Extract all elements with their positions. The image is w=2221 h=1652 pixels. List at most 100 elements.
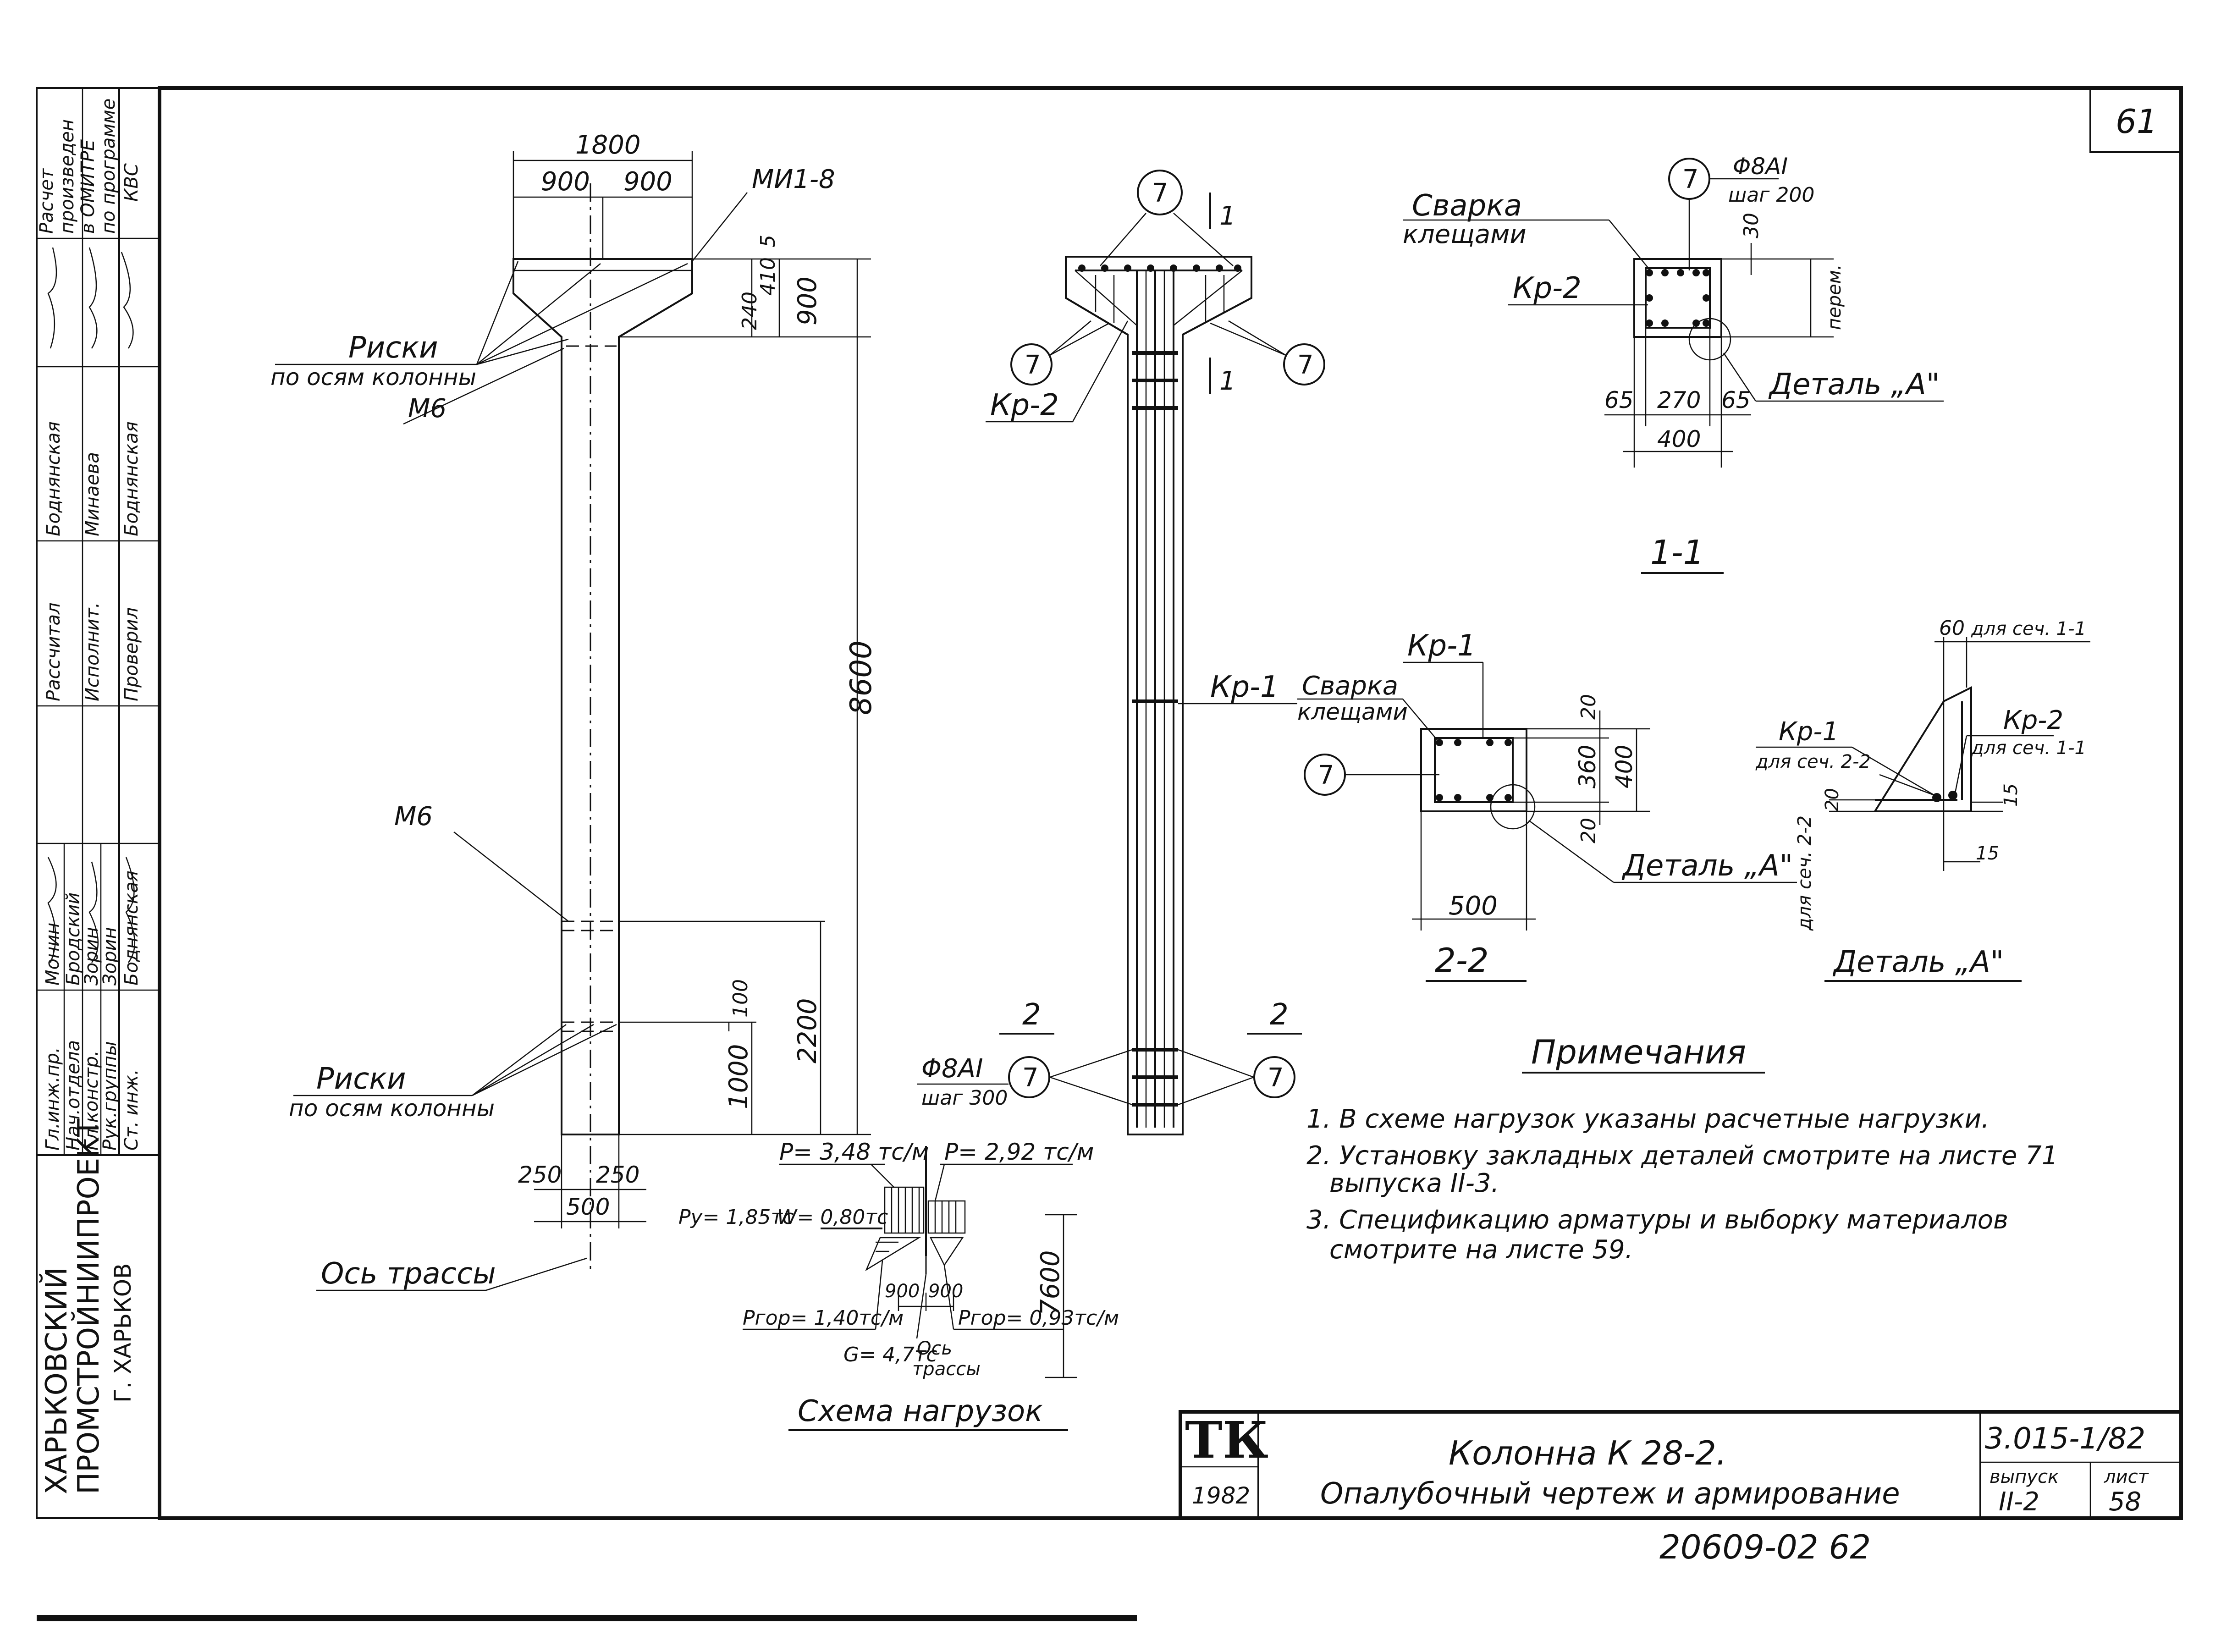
stamp-name-3: Зорин xyxy=(81,927,102,986)
stamp-name2-2: Минаева xyxy=(82,452,103,536)
cut-2-right: 2 xyxy=(1270,998,1289,1032)
dim-5: 5 xyxy=(756,235,780,248)
dim-15-bottom: 15 xyxy=(1976,843,1999,864)
stamp-role2-2: Исполнит. xyxy=(82,602,103,701)
calc-note-5: КВС xyxy=(121,163,142,202)
position-mark-right xyxy=(1283,343,1325,385)
title-line-1: Колонна К 28-2. xyxy=(1449,1434,1727,1472)
title-block: ТК 1982 Колонна К 28-2. Опалубочный черт… xyxy=(1179,1410,2183,1520)
signature-4 xyxy=(47,857,57,963)
signature-3 xyxy=(121,252,134,349)
sheet-number: 61 xyxy=(2116,102,2158,141)
calc-note-1: Расчет xyxy=(36,168,57,234)
label-phi8-300: Φ8AI xyxy=(921,1054,983,1084)
load-p1: P= 3,48 тс/м xyxy=(779,1139,929,1165)
dim-500-bottom: 500 xyxy=(566,1194,610,1220)
dim-900-right: 900 xyxy=(623,167,672,197)
org-city: Г. ХАРЬКОВ xyxy=(110,1263,136,1403)
label-os-trassy: Ось трассы xyxy=(321,1257,496,1291)
mark-7-right: 7 xyxy=(1297,350,1314,380)
note-line-4: 3. Спецификацию арматуры и выборку матер… xyxy=(1306,1205,2008,1235)
title-sheet-value: 58 xyxy=(2109,1487,2141,1517)
stamp-role-5: Ст. инж. xyxy=(121,1069,142,1151)
load-pgor1: Pгор= 1,40тс/м xyxy=(743,1306,904,1330)
org-name-line2: ПРОМСТРОЙНИИПРОЕКТ xyxy=(71,1118,106,1494)
dim-410: 410 xyxy=(756,257,780,296)
dim-8600: 8600 xyxy=(844,640,878,715)
dim-240: 240 xyxy=(738,292,761,330)
label-m6-lower: М6 xyxy=(394,802,433,832)
stamp-role-2: Нач.отдела xyxy=(63,1040,84,1151)
dim-900-vert: 900 xyxy=(793,276,822,325)
title-issue-value: II-2 xyxy=(1999,1487,2039,1517)
dim-30-1-1: 30 xyxy=(1740,213,1763,238)
stamp-role2-3: Проверил xyxy=(121,607,142,701)
signature-5 xyxy=(88,861,99,963)
reinforcement-drawing: 1 1 7 7 7 Кр-2 Кр-1 2 2 7 7 Φ8AI ш xyxy=(917,170,1325,1135)
title-line-2: Опалубочный чертеж и армирование xyxy=(1320,1477,1900,1511)
label-po-osyam-top: по осям колонны xyxy=(270,364,476,391)
label-for-22-vertical: для сеч. 2-2 xyxy=(1794,815,1815,931)
label-detail-a-1-1: Деталь „А" xyxy=(1768,368,1940,402)
label-kr2-center: Кр-2 xyxy=(990,388,1059,422)
label-kr2-detail: Кр-2 xyxy=(2003,705,2063,735)
title-section-1-1: 1-1 xyxy=(1650,533,1704,572)
label-for-22-detail: для сеч. 2-2 xyxy=(1755,751,1871,772)
section-1-1: 7 Φ8AI шаг 200 Сварка клещами Кр-2 30 пе… xyxy=(1403,153,1944,574)
dim-250-left: 250 xyxy=(518,1162,562,1188)
dim-1800: 1800 xyxy=(575,130,641,160)
label-mi1-8: МИ1-8 xyxy=(752,165,835,194)
title-issue-label: выпуск xyxy=(1990,1466,2059,1487)
title-logo: ТК xyxy=(1185,1410,1268,1470)
dim-270-1-1: 270 xyxy=(1657,387,1701,413)
dim-perem-1-1: перем. xyxy=(1824,264,1845,330)
load-g: G= 4,7тс xyxy=(843,1343,937,1366)
calc-note-2: произведен xyxy=(57,119,78,234)
stamp-role-1: Гл.инж.пр. xyxy=(42,1047,63,1151)
calc-note-4: по программе xyxy=(98,99,119,234)
signature-2 xyxy=(88,247,98,349)
dim-15-right: 15 xyxy=(2001,783,2022,807)
position-mark-top xyxy=(1137,170,1183,215)
load-pgor2: Pгор= 0,93тс/м xyxy=(958,1306,1119,1330)
label-svarka-1-1: Сварка xyxy=(1412,189,1522,223)
note-line-5: смотрите на листе 59. xyxy=(1329,1235,1633,1265)
load-scheme-title: Схема нагрузок xyxy=(798,1394,1043,1428)
label-kr1-detail: Кр-1 xyxy=(1779,717,1839,747)
label-kr2-1-1: Кр-2 xyxy=(1513,271,1582,305)
load-scheme: 900 900 7600 P= 3,48 тс/м P= 2,92 тс/м P… xyxy=(678,1139,1119,1431)
section-2-2: Кр-1 Сварка клещами 7 20 360 400 20 500 … xyxy=(1297,629,1797,982)
dim-20-detail: 20 xyxy=(1822,788,1843,811)
position-mark-left xyxy=(1010,343,1053,385)
cut-1-bottom: 1 xyxy=(1219,366,1236,396)
cut-1-top: 1 xyxy=(1219,201,1236,231)
stamp-role2-1: Рассчитал xyxy=(43,602,64,701)
cut-2-left: 2 xyxy=(1022,998,1041,1032)
stamp-name-4: Зорин xyxy=(99,927,121,986)
stamp-name2-1: Боднянская xyxy=(43,421,64,536)
stamp-name-5: Боднянская xyxy=(121,870,142,986)
label-shag-300: шаг 300 xyxy=(921,1086,1008,1110)
note-line-2: 2. Установку закладных деталей смотрите … xyxy=(1306,1141,2058,1171)
dim-360-2-2: 360 xyxy=(1574,745,1601,788)
label-po-osyam-bottom: по осям колонны xyxy=(289,1095,495,1122)
load-dim-900-left: 900 xyxy=(885,1281,920,1302)
title-sheet-label: лист xyxy=(2104,1466,2149,1487)
dim-2200: 2200 xyxy=(793,998,822,1063)
label-detail-a-2-2: Деталь „А" xyxy=(1621,849,1793,883)
mark-7-top: 7 xyxy=(1152,178,1168,208)
label-kleshchami-2-2: клещами xyxy=(1297,699,1408,725)
load-dim-7600: 7600 xyxy=(1036,1250,1065,1316)
load-py: Py= 1,85тс xyxy=(678,1206,794,1229)
load-w: W= 0,80тс xyxy=(777,1206,888,1229)
sheet-frame: 61 20609-02 62 xyxy=(36,86,2183,1621)
position-mark-section-2-2 xyxy=(1304,754,1346,796)
detail-a-callout-2-2 xyxy=(1490,784,1536,830)
mark-7-left: 7 xyxy=(1025,350,1041,380)
load-p2: P= 2,92 тс/м xyxy=(944,1139,1094,1165)
title-detail-a: Деталь „А" xyxy=(1832,945,2004,979)
bottom-code: 20609-02 62 xyxy=(1659,1528,1871,1566)
detail-a: 60 для сеч. 1-1 Кр-1 для сеч. 2-2 Кр-2 д… xyxy=(1755,617,2090,982)
column-outline xyxy=(513,258,693,1135)
